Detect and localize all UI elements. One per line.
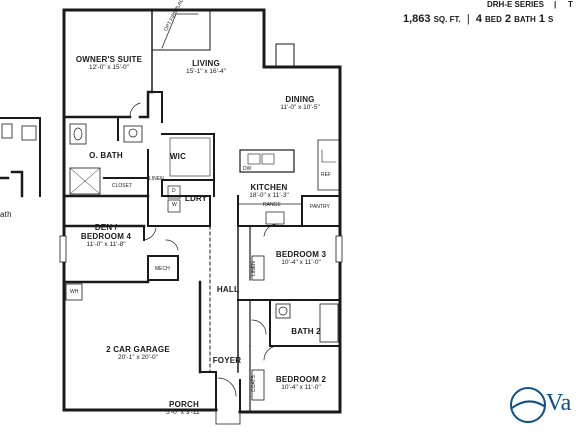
sqft-value: 1,863 [403, 13, 431, 25]
room-kitchen: KITCHEN 18'-0" x 11'-3" [249, 183, 289, 200]
room-foyer: FOYER [212, 356, 242, 365]
room-wic: WIC [169, 152, 187, 161]
label-wh: WH [70, 289, 79, 295]
label-dw: DW [243, 166, 252, 172]
specs-separator: | [466, 13, 470, 25]
room-ldry: LDRY [184, 194, 208, 203]
baths-unit: BATH [514, 15, 536, 24]
label-linen-1: LINEN [149, 176, 164, 182]
stories-value: 1 [538, 13, 545, 25]
label-coats: COATS [251, 375, 257, 392]
label-closet: CLOSET [112, 183, 133, 189]
room-owners-suite: OWNER'S SUITE 12'-0" x 15'-0" [75, 55, 143, 72]
sqft-unit: SQ. FT. [433, 15, 461, 24]
label-range: RANGE [263, 202, 281, 208]
brand-logo-text: Va [546, 390, 572, 416]
label-mech: MECH [155, 266, 170, 272]
label-ref: REF [321, 172, 331, 178]
label-washer: W [172, 202, 177, 208]
stories-unit: S [548, 15, 554, 24]
label-linen-2: LINEN [251, 261, 257, 276]
room-garage: 2 CAR GARAGE 20'-1" x 20'-0" [106, 345, 170, 362]
specs-line: 1,863 SQ. FT. | 4 BED 2 BATH 1 S [403, 13, 553, 25]
label-dryer: D [172, 188, 176, 194]
series-separator: | [554, 0, 557, 9]
left-fragment-text: ath [0, 210, 12, 219]
baths-value: 2 [504, 13, 512, 25]
room-dining: DINING 11'-0" x 10'-5" [280, 95, 320, 112]
room-bedroom2: BEDROOM 2 10'-4" x 11'-0" [275, 375, 327, 392]
series-label: DRH-E SERIES [487, 0, 544, 9]
room-porch: PORCH 5'-0" x 3'-11" [166, 400, 202, 417]
room-hall: HALL [216, 285, 240, 294]
beds-unit: BED [485, 15, 502, 24]
series-cut-letter: T [568, 0, 573, 9]
room-living: LIVING 15'-1" x 16'-4" [186, 59, 226, 76]
room-den-bedroom4: DEN / BEDROOM 4 11'-0" x 11'-8" [80, 223, 132, 249]
room-o-bath: O. BATH [89, 151, 123, 160]
fireplace-bump [151, 9, 211, 51]
exterior-wall [62, 8, 342, 414]
room-bedroom3: BEDROOM 3 10'-4" x 11'-0" [275, 250, 327, 267]
beds-value: 4 [475, 13, 482, 25]
room-bath2: BATH 2 [291, 327, 321, 336]
label-pantry: PANTRY [310, 204, 330, 210]
